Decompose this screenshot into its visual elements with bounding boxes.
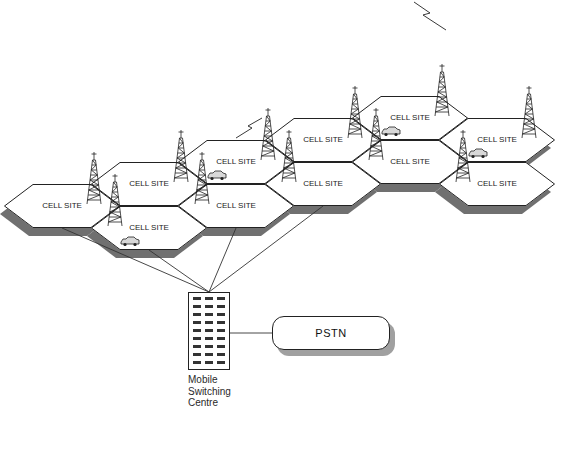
cell-site-label: CELL SITE [477, 180, 517, 188]
switching-centre: Mobile Switching Centre [188, 292, 231, 409]
cell-hexagon [179, 141, 294, 184]
cell-site: CELL SITE [91, 162, 207, 206]
tower-symbol [369, 108, 383, 160]
cell-hexagon [440, 119, 555, 162]
cell-site-label: CELL SITE [390, 114, 430, 122]
cell-site-label: CELL SITE [129, 224, 169, 232]
radio-link [414, 2, 446, 30]
radio-link [236, 118, 262, 138]
car-symbol [469, 149, 487, 158]
cell-towers [87, 64, 536, 226]
cell-site: CELL SITE [4, 184, 120, 228]
building-symbol [188, 292, 230, 370]
cell-hexagon [353, 141, 468, 184]
cell-grounds [4, 96, 555, 250]
car-symbol [121, 237, 139, 246]
cell-ground [439, 162, 555, 206]
connector [230, 333, 272, 334]
car-symbol [208, 171, 226, 180]
cell-site-label: CELL SITE [129, 180, 169, 188]
tower-symbol [522, 86, 536, 138]
cell-site: CELL SITE [178, 184, 294, 228]
cell-hexagon [92, 207, 207, 250]
network-box: PSTN [272, 316, 390, 350]
cell-site: CELL SITE [265, 162, 381, 206]
centre-label: Mobile Switching Centre [188, 374, 231, 409]
cell-site-label: CELL SITE [477, 136, 517, 144]
vehicles [121, 127, 487, 246]
cell-site: CELL SITE [352, 140, 468, 184]
cell-hexagon [179, 185, 294, 228]
radio-links [236, 2, 446, 138]
cell-hexagon [353, 97, 468, 140]
cell-site: CELL SITE [91, 206, 207, 250]
tower-symbol [435, 64, 449, 116]
cell-site-label: CELL SITE [390, 158, 430, 166]
tower-symbol [456, 130, 470, 182]
cell-site-label: CELL SITE [303, 180, 343, 188]
cell-site: CELL SITE [352, 96, 468, 140]
connector [209, 206, 323, 292]
cell-hexagon [5, 185, 120, 228]
cell-site-label: CELL SITE [42, 202, 82, 210]
connector [149, 250, 209, 292]
tower-symbol [282, 130, 296, 182]
tower-symbol [195, 152, 209, 204]
cell-site: CELL SITE [439, 118, 555, 162]
car-symbol [382, 127, 400, 136]
cell-site: CELL SITE [178, 140, 294, 184]
cell-hexagon [92, 163, 207, 206]
network-label: PSTN [315, 327, 346, 339]
cell-site-label: CELL SITE [216, 202, 256, 210]
connector [209, 228, 236, 292]
connector [62, 228, 209, 292]
cell-ground [439, 118, 555, 162]
cell-hexagon [440, 163, 555, 206]
cell-site: CELL SITE [265, 118, 381, 162]
cell-site-label: CELL SITE [216, 158, 256, 166]
cell-hexagon [266, 119, 381, 162]
cell-site-label: CELL SITE [303, 136, 343, 144]
cell-hexagon [266, 163, 381, 206]
cell-site: CELL SITE [439, 162, 555, 206]
tower-symbol [108, 174, 122, 226]
